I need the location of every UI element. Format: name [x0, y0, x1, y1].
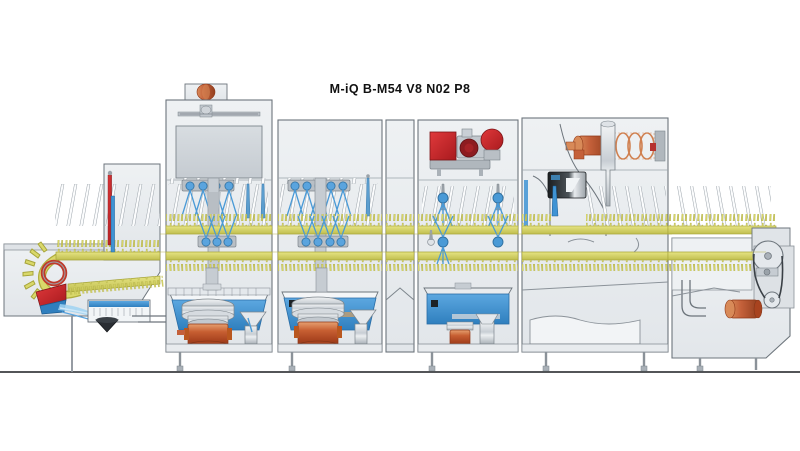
rinse-tank-water: [426, 293, 510, 325]
control-display[interactable]: [547, 171, 587, 199]
lower-rinse-nozzle: [427, 215, 509, 265]
transition-section: [385, 119, 415, 353]
rinse-nozzle-arm: [432, 183, 509, 229]
infeed-section: [3, 163, 183, 372]
exhaust-chimney: [184, 83, 228, 101]
heat-recovery-panel: [175, 104, 263, 179]
prewash-conveyor: [165, 214, 273, 271]
dryer-drop-lance: [524, 180, 559, 226]
drive-unit: [752, 240, 795, 309]
mainwash-section: [277, 119, 383, 372]
drive-motor: [724, 299, 763, 319]
prewash-section: [165, 83, 273, 372]
infeed-return-belt: [67, 275, 164, 295]
side-lance: [245, 183, 266, 219]
unload-conveyor: [667, 214, 777, 271]
unload-section: [667, 186, 795, 372]
wash-pump-motor: [291, 296, 345, 352]
lower-spray-pattern: [197, 215, 237, 239]
dryer-heating-coils: [613, 130, 666, 162]
lower-spray-manifold: [197, 215, 237, 248]
dryer-conveyor: [521, 214, 669, 271]
tank-drain-funnel: [239, 311, 267, 345]
unload-drain-pipe: [681, 280, 706, 317]
infeed-peg-belt: [55, 240, 161, 261]
wash-pump-motor: [177, 298, 235, 352]
rinse-tank: [423, 282, 513, 325]
drive-belt: [752, 253, 784, 299]
diagram-title: M-iQ B-M54 V8 N02 P8: [329, 82, 471, 96]
infeed-dish-row: [55, 184, 160, 226]
lower-spray-manifold: [297, 215, 350, 248]
rinse-boiler-unit: [429, 128, 504, 176]
rinse-section: [417, 119, 519, 372]
dryer-section: [521, 117, 669, 372]
infeed-curtain-nozzle: [107, 170, 115, 253]
lower-spray-pattern: [297, 215, 350, 239]
peg-conveyor-belt-overlay: [160, 233, 766, 253]
